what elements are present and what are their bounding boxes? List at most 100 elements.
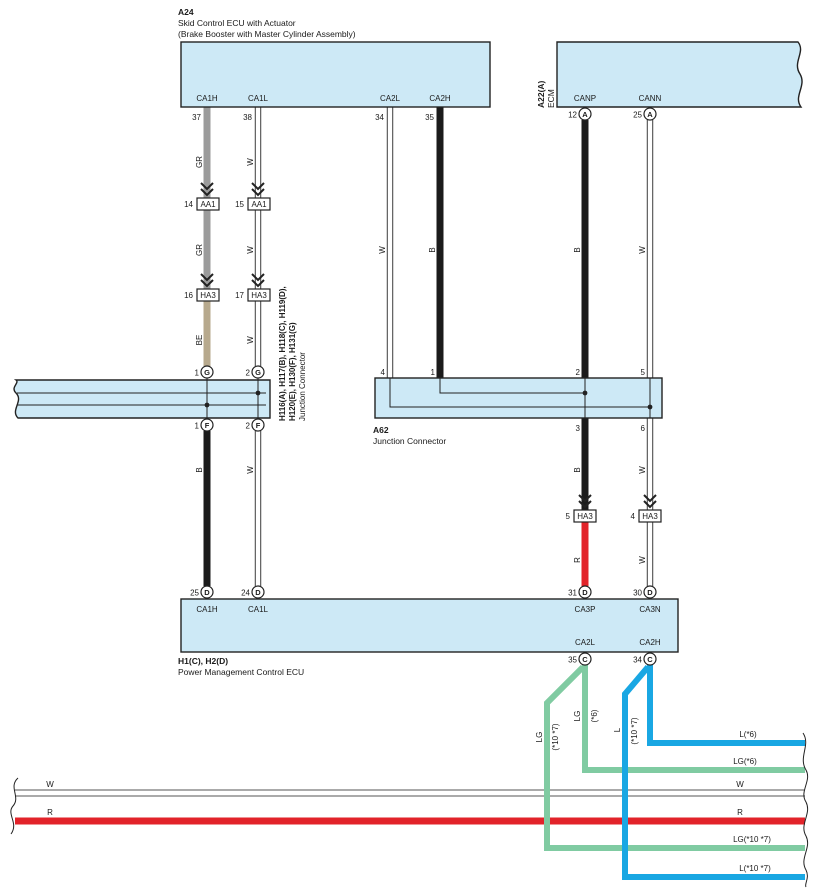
- wires-upper: [203, 107, 654, 378]
- connector-pin: 15: [235, 200, 244, 209]
- wire-label: B: [428, 247, 437, 252]
- h1-name: Power Management Control ECU: [178, 667, 304, 677]
- connector-name: AA1: [200, 200, 216, 209]
- a24-terminal-ca2h: CA2H: [429, 94, 451, 103]
- bus-start-label: R: [47, 808, 53, 817]
- a24-id: A24: [178, 7, 194, 17]
- a24-pin-35: 35: [425, 113, 434, 122]
- bus-lines: [10, 777, 805, 835]
- h1-pin-31: D 31: [568, 585, 592, 599]
- wire-label: B: [195, 467, 204, 472]
- wire-label: W: [638, 556, 647, 564]
- branch-label: LG: [573, 711, 582, 722]
- h1-pin-34: C 34: [633, 652, 657, 666]
- pin-number: 2: [246, 369, 251, 378]
- connector-aa1-15: 15 AA1: [235, 197, 271, 211]
- connector-letter: F: [256, 421, 261, 430]
- chevron-icon: [578, 494, 592, 509]
- a24-skid-control-ecu: A24 Skid Control ECU with Actuator (Brak…: [178, 7, 491, 122]
- chevron-icon: [251, 273, 265, 288]
- harness-end-label: R: [737, 808, 743, 817]
- a24-box: [180, 41, 491, 108]
- inline-connectors: 14 AA1 15 AA1 16 HA3 17 HA3 5 HA3 4 HA3: [184, 182, 662, 523]
- connector-ha3-16: 16 HA3: [184, 288, 220, 302]
- wire-label: W: [246, 158, 255, 166]
- bus-start-label: W: [46, 780, 54, 789]
- h1-terminal-ca1h: CA1H: [196, 605, 218, 614]
- a22-terminal-cann: CANN: [639, 94, 662, 103]
- a62-box: [374, 377, 663, 419]
- junction-h116-top-pin-1: G 1: [195, 365, 214, 379]
- a24-subtitle: (Brake Booster with Master Cylinder Asse…: [178, 29, 356, 39]
- a24-pin-38: 38: [243, 113, 252, 122]
- pin-number: 1: [195, 369, 200, 378]
- wire-color-labels: GR W GR W BE W W B B W B W B W R W: [195, 156, 647, 564]
- branch-label: (*6): [590, 709, 599, 722]
- a24-terminal-ca1l: CA1L: [248, 94, 269, 103]
- junction-h116-bottom-pin-1: F 1: [195, 418, 214, 432]
- harness-end-label: W: [736, 780, 744, 789]
- junction-h116-bottom-pin-2: F 2: [246, 418, 265, 432]
- pin-number: 1: [195, 422, 200, 431]
- pin-number: 34: [633, 656, 642, 665]
- a62-junction-connector: 4 1 2 5 3 6 A62 Junction Connector: [373, 368, 663, 446]
- wire-label: W: [246, 466, 255, 474]
- right-break-mark: [802, 732, 809, 888]
- a24-terminal-ca1h: CA1H: [196, 94, 218, 103]
- connector-aa1-14: 14 AA1: [184, 197, 220, 211]
- junction-h116-title-1: H116(A), H117(B), H118(C), H119(D),: [278, 286, 287, 421]
- wire-l-6: [647, 665, 805, 746]
- a22-connector-letter: A: [647, 110, 653, 119]
- wires-lower: [203, 418, 654, 586]
- can-branches: [544, 664, 809, 888]
- harness-end-label: L(*6): [739, 730, 757, 739]
- chevron-icon: [200, 273, 214, 288]
- a62-pin-3: 3: [576, 424, 581, 433]
- a22-name: ECM: [546, 89, 556, 108]
- connector-pin: 17: [235, 291, 244, 300]
- wire-label: W: [638, 466, 647, 474]
- pin-number: 30: [633, 589, 642, 598]
- pin-number: 24: [241, 589, 250, 598]
- junction-connector-h116: H116(A), H117(B), H118(C), H119(D), H120…: [13, 286, 307, 432]
- h1-terminal-ca1l: CA1L: [248, 605, 269, 614]
- a24-pin-34: 34: [375, 113, 384, 122]
- h1-box: [180, 598, 679, 653]
- h1-power-management-ecu: CA1H CA1L CA3P CA3N CA2L CA2H D 25 D 24 …: [178, 585, 679, 677]
- chevron-icon: [251, 182, 265, 197]
- wire-label: W: [638, 246, 647, 254]
- wire-label: W: [246, 336, 255, 344]
- a22-pin-12: 12: [568, 111, 577, 120]
- connector-pin: 16: [184, 291, 193, 300]
- a22-box: [556, 41, 803, 108]
- h1-pin-35: C 35: [568, 652, 592, 666]
- a62-id: A62: [373, 425, 389, 435]
- connector-pin: 4: [631, 512, 636, 521]
- h1-terminal-ca3p: CA3P: [575, 605, 596, 614]
- h1-pin-24: D 24: [241, 585, 265, 599]
- a22-pin-25: 25: [633, 111, 642, 120]
- connector-letter: C: [647, 655, 653, 664]
- a62-pin-6: 6: [641, 424, 646, 433]
- a22-connector-letter: A: [582, 110, 588, 119]
- connector-ha3-5: 5 HA3: [566, 509, 597, 523]
- chevron-icon: [643, 494, 657, 509]
- a62-link-can-high: [439, 378, 585, 394]
- a24-name: Skid Control ECU with Actuator: [178, 18, 296, 28]
- wire-label: GR: [195, 244, 204, 256]
- a22-id: A22(A): [536, 80, 546, 108]
- connector-name: HA3: [251, 291, 267, 300]
- h1-id: H1(C), H2(D): [178, 656, 228, 666]
- wire-lg-6: [582, 665, 805, 773]
- a62-link-can-low: [389, 378, 650, 408]
- a22-pin-cann: A 25: [633, 107, 657, 121]
- a24-terminal-ca2l: CA2L: [380, 94, 401, 103]
- branch-label: LG: [535, 732, 544, 743]
- pin-number: 35: [568, 656, 577, 665]
- a62-name: Junction Connector: [373, 436, 446, 446]
- a22-pin-canp: A 12: [568, 107, 592, 121]
- pin-number: 31: [568, 589, 577, 598]
- connector-ha3-4: 4 HA3: [631, 509, 662, 523]
- connector-letter: D: [647, 588, 653, 597]
